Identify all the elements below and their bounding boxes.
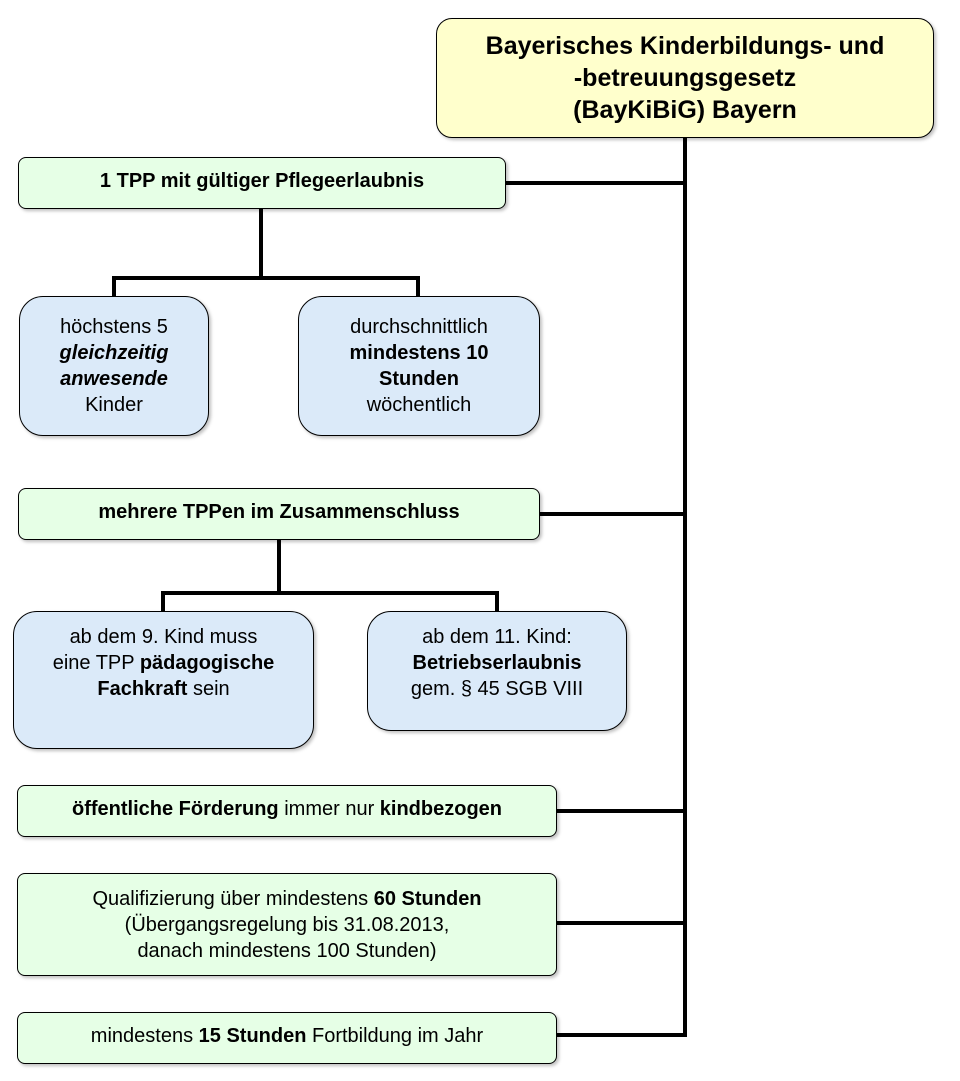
ninth-child-line-2: eine TPP pädagogische (53, 650, 275, 676)
min-hours-line-4: wöchentlich (366, 394, 472, 416)
branch1-bar (112, 276, 420, 280)
main-vertical-connector (683, 138, 687, 1037)
eleventh-child-line-2: Betriebserlaubnis (412, 652, 582, 674)
single-tpp-box: 1 TPP mit gültiger Pflegeerlaubnis (18, 157, 506, 209)
training-part-1: mindestens (90, 1025, 199, 1047)
max-children-line-4: Kinder (85, 394, 143, 416)
ninth-child-line-3-bold: Fachkraft (97, 678, 188, 700)
min-hours-line-2: mindestens 10 (349, 342, 489, 364)
min-hours-line-1: durchschnittlich (350, 316, 488, 338)
qualification-line-1: Qualifizierung über mindestens 60 Stunde… (92, 886, 481, 912)
qualification-line-1-plain: Qualifizierung über mindestens (92, 887, 374, 910)
ninth-child-box: ab dem 9. Kind muss eine TPP pädagogisch… (13, 611, 314, 749)
title-line-2: -betreuungsgesetz (573, 64, 797, 92)
connector-node2 (540, 512, 685, 516)
qualification-line-2: (Übergangsregelung bis 31.08.2013, (124, 913, 450, 936)
single-tpp-label: 1 TPP mit gültiger Pflegeerlaubnis (99, 170, 425, 192)
training-part-2: 15 Stunden (198, 1025, 307, 1047)
eleventh-child-box: ab dem 11. Kind: Betriebserlaubnis gem. … (367, 611, 627, 731)
funding-part-2: immer nur (278, 798, 380, 820)
ninth-child-line-3: Fachkraft sein (97, 676, 229, 702)
max-children-line-1: höchstens 5 (60, 316, 168, 338)
title-line-3: (BayKiBiG) Bayern (573, 96, 797, 124)
law-title-box: Bayerisches Kinderbildungs- und -betreuu… (436, 18, 934, 138)
connector-node5 (557, 1033, 685, 1037)
eleventh-child-line-3: gem. § 45 SGB VIII (410, 678, 584, 700)
branch2-left-drop (161, 591, 165, 611)
title-line-1: Bayerisches Kinderbildungs- und (485, 32, 885, 60)
funding-part-1: öffentliche Förderung (71, 798, 279, 820)
eleventh-child-line-1: ab dem 11. Kind: (422, 626, 572, 648)
ninth-child-line-3-plain: sein (187, 678, 230, 700)
branch2-bar (161, 591, 499, 595)
qualification-box: Qualifizierung über mindestens 60 Stunde… (17, 873, 557, 976)
funding-text: öffentliche Förderung immer nur kindbezo… (72, 796, 502, 822)
connector-node3 (557, 809, 685, 813)
max-children-line-3: anwesende (60, 368, 168, 390)
qualification-line-3: danach mindestens 100 Stunden) (137, 939, 437, 962)
branch2-right-drop (495, 591, 499, 611)
branch2-stem (277, 540, 281, 593)
ninth-child-line-2-plain: eine TPP (52, 652, 140, 674)
training-box: mindestens 15 Stunden Fortbildung im Jah… (17, 1012, 557, 1064)
funding-part-3: kindbezogen (379, 798, 503, 820)
max-children-box: höchstens 5 gleichzeitig anwesende Kinde… (19, 296, 209, 436)
qualification-line-1-bold: 60 Stunden (373, 887, 482, 910)
ninth-child-line-1: ab dem 9. Kind muss (69, 626, 258, 648)
min-hours-box: durchschnittlich mindestens 10 Stunden w… (298, 296, 540, 436)
funding-box: öffentliche Förderung immer nur kindbezo… (17, 785, 557, 837)
connector-node1 (505, 181, 685, 185)
training-part-3: Fortbildung im Jahr (306, 1025, 484, 1047)
ninth-child-line-2-bold: pädagogische (139, 652, 275, 674)
min-hours-line-3: Stunden (379, 368, 459, 390)
training-text: mindestens 15 Stunden Fortbildung im Jah… (91, 1023, 483, 1049)
multiple-tpp-box: mehrere TPPen im Zusammenschluss (18, 488, 540, 540)
connector-node4 (557, 921, 685, 925)
max-children-line-2: gleichzeitig (59, 342, 169, 364)
branch1-left-drop (112, 276, 116, 296)
multiple-tpp-label: mehrere TPPen im Zusammenschluss (98, 501, 460, 523)
branch1-right-drop (416, 276, 420, 296)
branch1-stem (259, 209, 263, 278)
